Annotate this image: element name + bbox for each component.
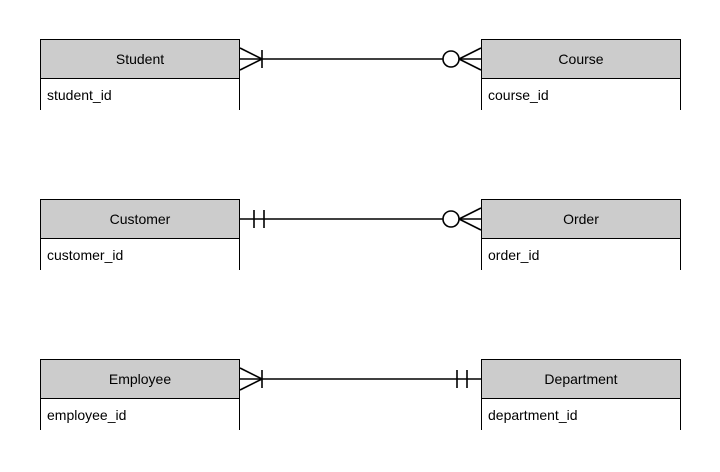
entity-attribute-order_id: order_id [482, 239, 680, 270]
student-course-right-crowfoot-upper [458, 47, 482, 60]
entity-attribute-employee_id: employee_id [41, 399, 239, 430]
student-course-right-zero-circle [442, 50, 460, 68]
entity-attribute-course_id: course_id [482, 79, 680, 110]
entity-attribute-customer_id: customer_id [41, 239, 239, 270]
customer-order-right-zero-circle [442, 210, 460, 228]
employee-department-left-crowfoot-lower [239, 378, 263, 391]
entity-title-order: Order [482, 200, 680, 239]
entity-title-department: Department [482, 360, 680, 399]
relationship-employee-department[interactable] [239, 367, 481, 391]
relationship-customer-order[interactable] [240, 207, 482, 231]
customer-order-right-crowfoot-lower [458, 218, 482, 231]
entity-attribute-department_id: department_id [482, 399, 680, 430]
student-course-left-crowfoot-lower [239, 58, 263, 71]
entity-title-employee: Employee [41, 360, 239, 399]
entity-title-student: Student [41, 40, 239, 79]
student-course-left-crowfoot-upper [239, 47, 263, 60]
entity-title-course: Course [482, 40, 680, 79]
entity-title-customer: Customer [41, 200, 239, 239]
entity-attribute-student_id: student_id [41, 79, 239, 110]
customer-order-right-crowfoot-upper [458, 207, 482, 220]
employee-department-left-crowfoot-upper [239, 367, 263, 380]
student-course-right-crowfoot-lower [458, 58, 482, 71]
relationship-student-course[interactable] [239, 47, 482, 71]
